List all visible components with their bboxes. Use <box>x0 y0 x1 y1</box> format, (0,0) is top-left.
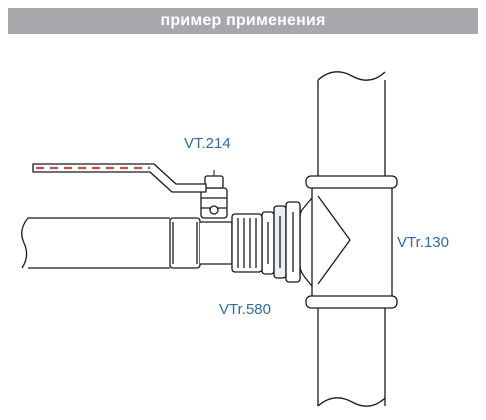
vertical-pipe-bottom <box>317 308 386 407</box>
ball-valve-label: VT.214 <box>184 135 231 152</box>
horizontal-pipe <box>21 217 170 269</box>
ball-valve <box>169 175 263 273</box>
valve-handle <box>32 163 207 193</box>
vertical-pipe-top <box>317 71 386 178</box>
adapter-label: VTr.580 <box>219 301 271 318</box>
tee-fitting <box>299 175 398 309</box>
adapter-fitting <box>261 201 301 283</box>
tee-label: VTr.130 <box>397 234 449 251</box>
header-title: пример применения <box>160 12 326 29</box>
header-bar: пример применения <box>8 8 478 34</box>
